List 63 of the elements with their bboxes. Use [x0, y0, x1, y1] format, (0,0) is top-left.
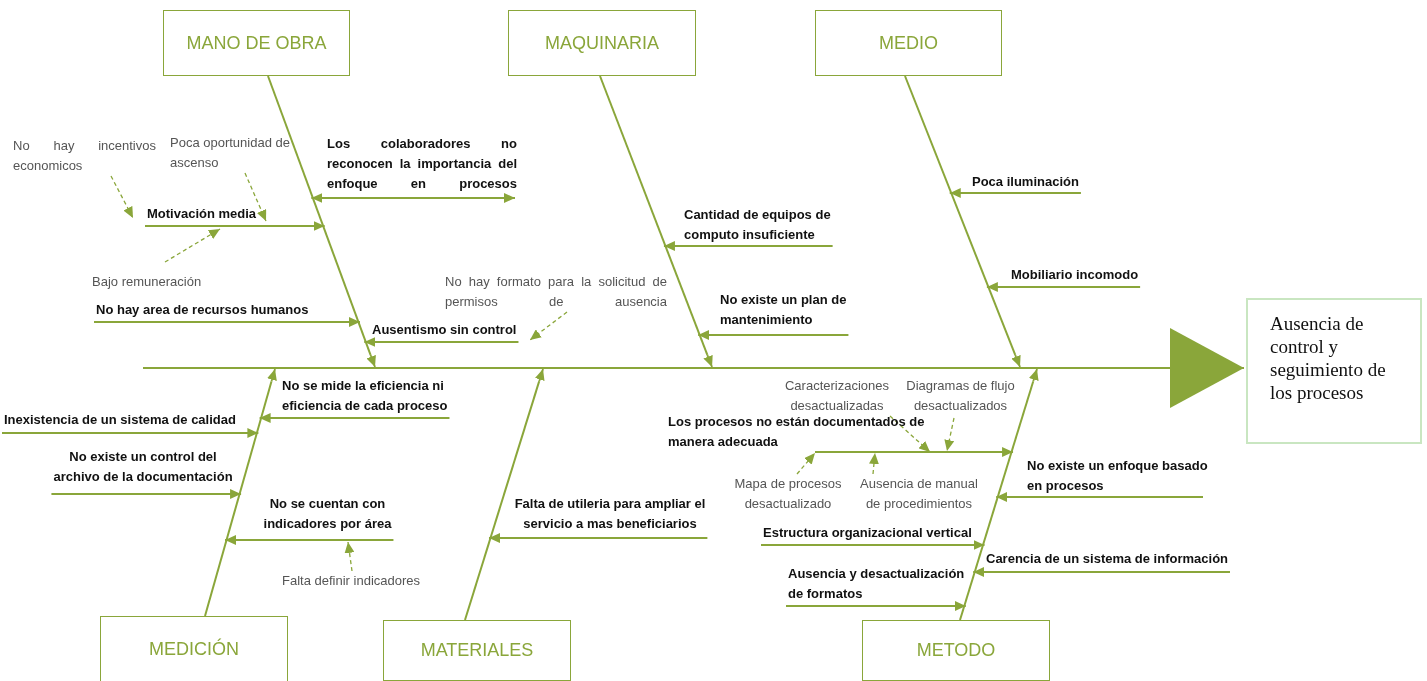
arrow — [488, 533, 709, 543]
dashed-arrow — [944, 417, 955, 452]
category-box: MEDIO — [815, 10, 1002, 76]
category-box: MANO DE OBRA — [163, 10, 350, 76]
arrow — [363, 337, 520, 347]
sub-cause-text: Poca oportunidad de ascenso — [170, 133, 292, 173]
arrow — [760, 540, 986, 550]
double-arrow — [310, 193, 516, 203]
arrow — [785, 601, 967, 611]
arrow — [1011, 354, 1021, 368]
cause-text: No existe un control del archivo de la documentación — [48, 447, 238, 494]
sub-cause-text: Mapa de procesos desactualizado — [726, 474, 850, 514]
arrow — [663, 241, 834, 251]
cause-text: No se mide la eficiencia ni eficiencia de cada proceso — [282, 376, 467, 418]
dashed-arrow — [796, 452, 816, 475]
cause-text: No existe un enfoque basado en procesos — [1027, 456, 1217, 497]
dashed-arrow — [889, 415, 931, 453]
dashed-arrow — [244, 172, 267, 222]
arrow — [144, 221, 326, 231]
sub-cause-text: No hay incentivos economicos — [13, 136, 156, 176]
sub-cause-text: Ausencia de manual de procedimientos — [852, 474, 986, 514]
spine-line — [143, 367, 1160, 369]
arrow — [50, 489, 242, 499]
cause-text: Los colaboradores no reconocen la importancia del enfoque en procesos — [327, 134, 517, 198]
cause-text: Estructura organizacional vertical — [763, 523, 985, 545]
cause-text: Poca iluminación — [972, 172, 1087, 193]
category-box: MEDICIÓN — [100, 616, 288, 681]
category-box: METODO — [862, 620, 1050, 681]
arrow — [995, 492, 1204, 502]
arrow — [267, 368, 277, 383]
dashed-arrow — [164, 228, 221, 263]
cause-text: Inexistencia de un sistema de calidad — [4, 410, 254, 433]
cause-text: No existe un plan de mantenimiento — [720, 290, 870, 335]
category-box: MAQUINARIA — [508, 10, 696, 76]
effect-box: Ausencia de control y seguimiento de los procesos — [1246, 298, 1422, 444]
arrow — [697, 330, 850, 340]
arrow — [366, 353, 376, 368]
cause-text: Motivación media — [125, 204, 285, 226]
arrow — [972, 567, 1231, 577]
cause-text: Ausentismo sin control — [372, 320, 532, 342]
arrow — [703, 353, 713, 368]
cause-text: No hay area de recursos humanos — [96, 300, 328, 322]
arrow — [224, 535, 395, 545]
dashed-arrow — [869, 452, 879, 475]
arrow — [814, 447, 1014, 457]
dashed-arrow — [110, 175, 134, 219]
cause-text: Cantidad de equipos de computo insuficiente — [684, 205, 854, 246]
cause-text: Carencia de un sistema de información — [986, 549, 1240, 572]
arrow — [93, 317, 361, 327]
cause-text: Ausencia y desactualización de formatos — [788, 564, 978, 606]
sub-cause-text: No hay formato para la solicitud de permisos de ausencia — [445, 272, 667, 312]
cause-text: Falta de utileria para ampliar el servicio a mas beneficiarios — [505, 494, 715, 538]
arrow — [986, 282, 1141, 292]
category-box: MATERIALES — [383, 620, 571, 681]
spine-arrow — [1159, 328, 1245, 408]
cause-text: No se cuentan con indicadores por área — [255, 494, 400, 540]
dashed-arrow — [529, 311, 568, 341]
sub-cause-text: Falta definir indicadores — [282, 571, 442, 591]
arrow — [1029, 368, 1039, 383]
sub-cause-text: Bajo remuneración — [92, 272, 217, 292]
dashed-arrow — [344, 541, 355, 572]
cause-text: Mobiliario incomodo — [1011, 265, 1146, 287]
arrow — [534, 368, 545, 383]
